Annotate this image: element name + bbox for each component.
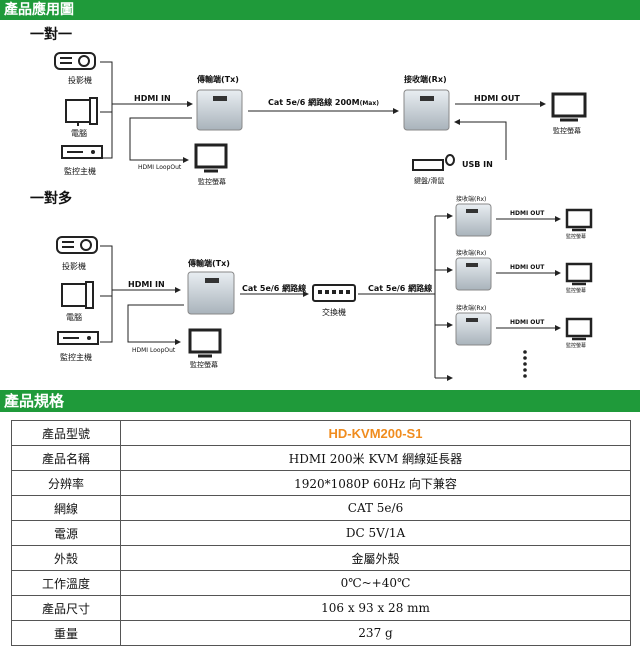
spec-key: 工作溫度 bbox=[11, 570, 121, 596]
one-to-one-title: 一對一 bbox=[30, 27, 72, 43]
remote-monitor-label: 監控螢幕 bbox=[553, 127, 581, 135]
network-switch-icon bbox=[312, 284, 356, 302]
spec-key: 網線 bbox=[11, 495, 121, 521]
spec-value: 1920*1080P 60Hz 向下兼容 bbox=[120, 470, 631, 496]
local-monitor-icon-2 bbox=[188, 328, 222, 358]
receiver-device bbox=[403, 89, 450, 131]
source-label-dvr: 監控主機 bbox=[64, 167, 96, 176]
computer-icon-2 bbox=[61, 281, 94, 309]
keyboard-mouse-icon bbox=[412, 154, 455, 171]
more-receivers-dots bbox=[523, 350, 527, 378]
local-monitor-label: 監控螢幕 bbox=[198, 178, 226, 186]
kbm-label: 鍵盤/滑鼠 bbox=[414, 177, 445, 185]
spec-value: 237 g bbox=[120, 620, 631, 646]
spec-key: 產品名稱 bbox=[11, 445, 121, 471]
receiver-device-2 bbox=[455, 257, 492, 291]
hdmi-out-label-r2: HDMI OUT bbox=[510, 264, 545, 271]
rx-label-3: 接收端(Rx) bbox=[456, 305, 487, 312]
remote-monitor-label-r1: 監控螢幕 bbox=[566, 234, 587, 240]
usb-in-label: USB IN bbox=[462, 160, 493, 169]
remote-monitor-icon bbox=[551, 92, 587, 122]
spec-value: 金屬外殼 bbox=[120, 545, 631, 571]
remote-monitor-label-r3: 監控螢幕 bbox=[566, 343, 587, 349]
source-label-projector: 投影機 bbox=[68, 76, 92, 85]
tx-label-2: 傳輸端(Tx) bbox=[188, 259, 230, 268]
application-diagram bbox=[54, 52, 593, 381]
cable-label: Cat 5e/6 網路線 200M(Max) bbox=[268, 98, 379, 107]
spec-key: 產品尺寸 bbox=[11, 595, 121, 621]
source-label-computer: 電腦 bbox=[71, 129, 87, 138]
switch-label: 交換機 bbox=[322, 308, 346, 317]
hdmi-in-label-2: HDMI IN bbox=[128, 280, 165, 289]
hdmi-out-label-r1: HDMI OUT bbox=[510, 210, 545, 217]
hdmi-out-label: HDMI OUT bbox=[474, 94, 520, 103]
source-label-computer-2: 電腦 bbox=[66, 313, 82, 322]
transmitter-device bbox=[196, 89, 243, 131]
remote-monitor-icon-1 bbox=[565, 208, 593, 232]
receiver-device-3 bbox=[455, 312, 492, 346]
spec-value: 106 x 93 x 28 mm bbox=[120, 595, 631, 621]
projector-icon-2 bbox=[56, 236, 98, 254]
remote-monitor-icon-2 bbox=[565, 262, 593, 286]
tx-label: 傳輸端(Tx) bbox=[197, 75, 239, 84]
spec-key: 外殼 bbox=[11, 545, 121, 571]
spec-row: 外殼金屬外殼 bbox=[11, 545, 631, 571]
rx-label-2: 接收端(Rx) bbox=[456, 250, 487, 257]
spec-value: 0℃~+40℃ bbox=[120, 570, 631, 596]
computer-icon bbox=[65, 97, 98, 126]
spec-key: 電源 bbox=[11, 520, 121, 546]
loopout-label-2: HDMI LoopOut bbox=[132, 347, 176, 354]
remote-monitor-icon-3 bbox=[565, 317, 593, 341]
transmitter-device-2 bbox=[187, 271, 235, 315]
source-label-projector-2: 投影機 bbox=[62, 262, 86, 271]
rx-label: 接收端(Rx) bbox=[404, 75, 447, 84]
dvr-host-icon bbox=[61, 145, 103, 159]
local-monitor-label-2: 監控螢幕 bbox=[190, 361, 218, 369]
remote-monitor-label-r2: 監控螢幕 bbox=[566, 288, 587, 294]
one-to-many-title: 一對多 bbox=[30, 191, 72, 207]
hdmi-out-label-r3: HDMI OUT bbox=[510, 319, 545, 326]
source-label-dvr-2: 監控主機 bbox=[60, 353, 92, 362]
rx-label-1: 接收端(Rx) bbox=[456, 196, 487, 203]
loopout-label: HDMI LoopOut bbox=[138, 164, 182, 171]
projector-icon bbox=[54, 52, 96, 70]
receiver-device-1 bbox=[455, 203, 492, 237]
dvr-host-icon-2 bbox=[57, 331, 99, 345]
spec-key: 重量 bbox=[11, 620, 121, 646]
local-monitor-icon bbox=[194, 143, 228, 173]
spec-key: 產品型號 bbox=[11, 420, 121, 446]
spec-value: DC 5V/1A bbox=[120, 520, 631, 546]
section-header-specs: 產品規格 bbox=[0, 390, 640, 412]
cable-label-a: Cat 5e/6 網路線 bbox=[242, 284, 307, 293]
section-header-application: 產品應用圖 bbox=[0, 0, 640, 20]
hdmi-in-label: HDMI IN bbox=[134, 94, 171, 103]
spec-value-model: HD-KVM200-S1 bbox=[120, 420, 631, 446]
cable-label-b: Cat 5e/6 網路線 bbox=[368, 284, 433, 293]
spec-key: 分辨率 bbox=[11, 470, 121, 496]
spec-value: HDMI 200米 KVM 網線延長器 bbox=[120, 445, 631, 471]
spec-value: CAT 5e/6 bbox=[120, 495, 631, 521]
